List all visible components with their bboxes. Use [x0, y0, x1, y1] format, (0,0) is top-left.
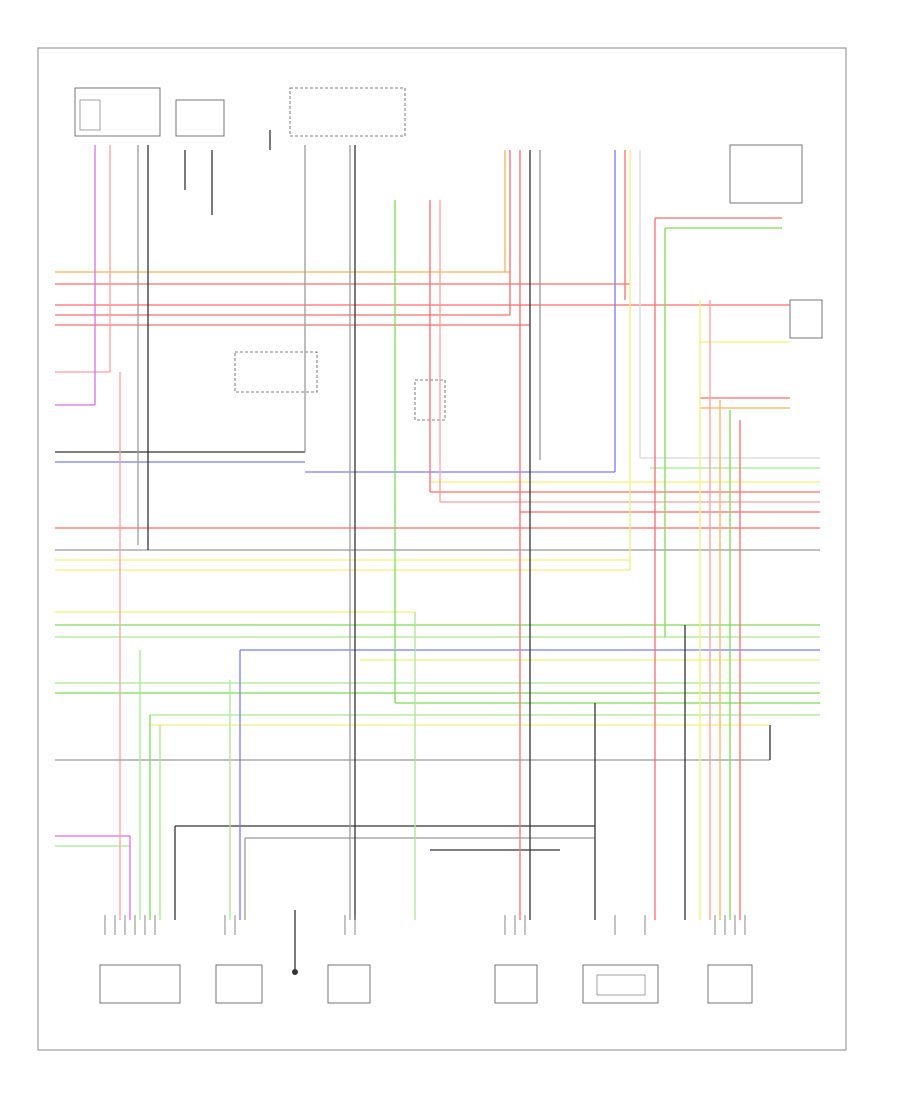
bottom-component-5: [494, 964, 538, 1004]
right-module-box: [729, 144, 803, 204]
top-component-1: [74, 87, 161, 137]
bottom-component-7: [707, 964, 753, 1004]
bottom-component-2: [215, 964, 263, 1004]
mid-module-box-1: [234, 351, 318, 393]
top-component-2: [175, 99, 225, 137]
top-component-3: [289, 87, 406, 137]
bottom-component-3: [327, 964, 371, 1004]
ground-symbol: [292, 969, 298, 975]
diagram-border: [37, 47, 847, 1051]
right-sensor-box: [789, 299, 823, 339]
bus-wires: [55, 217, 820, 851]
bottom-component-1: [99, 964, 181, 1004]
bottom-component-6: [582, 964, 659, 1004]
vertical-wires: [94, 130, 771, 970]
bottom-connector-pins: [104, 915, 746, 935]
